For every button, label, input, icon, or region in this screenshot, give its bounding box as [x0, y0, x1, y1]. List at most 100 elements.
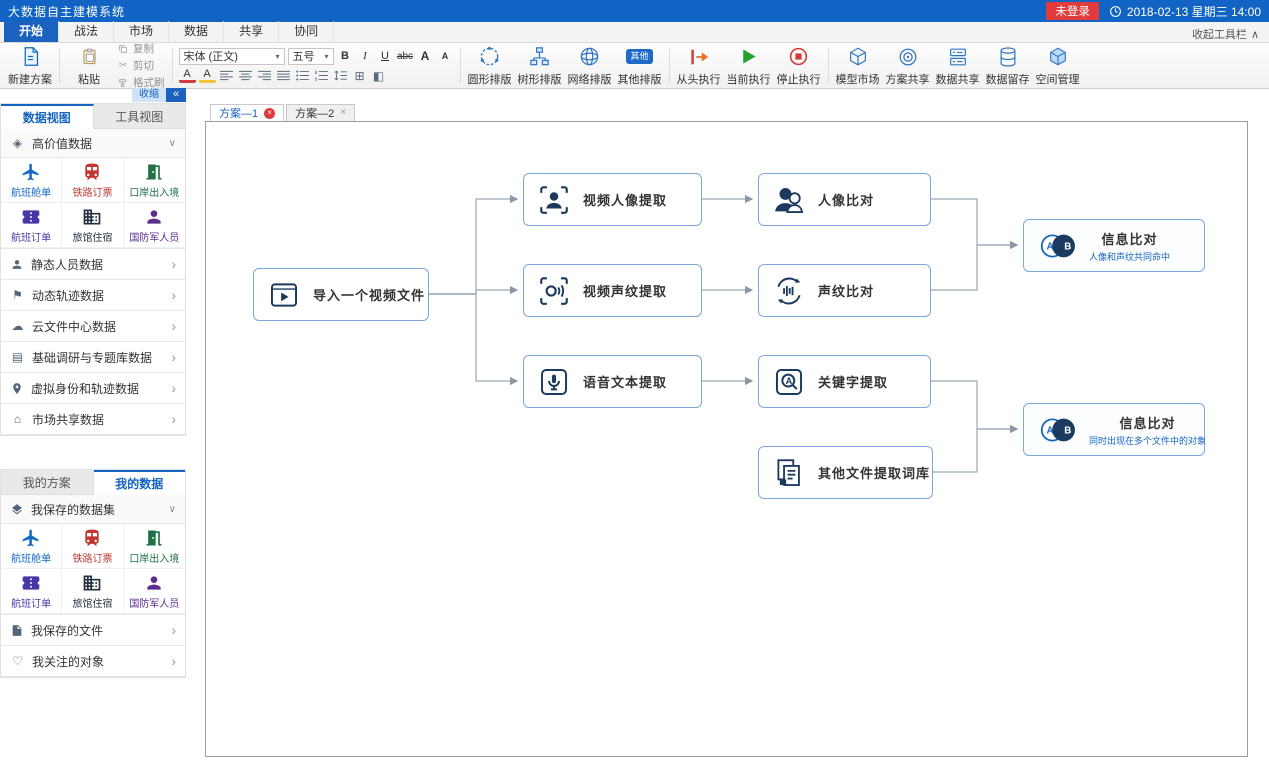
- paste-button[interactable]: 粘贴: [64, 44, 114, 88]
- run-from-start-button[interactable]: 从头执行: [674, 44, 724, 88]
- align-left-icon[interactable]: [219, 68, 235, 84]
- close-tab-icon[interactable]: ×: [264, 107, 276, 119]
- sidebar-collapse-button[interactable]: 收缩: [132, 88, 166, 102]
- section-high-value-data[interactable]: ◈ 高价值数据 ∨: [1, 129, 185, 158]
- plan-tab-strip: 方案—1 × 方案—2 ×: [205, 103, 1248, 121]
- dataset-border-entry-exit[interactable]: 口岸出入境: [123, 524, 185, 569]
- dataset-flight-manifest[interactable]: 航班舱单: [1, 524, 63, 569]
- data-retention-button[interactable]: 数据留存: [983, 44, 1033, 88]
- node-face-compare[interactable]: 人像比对: [758, 173, 931, 226]
- align-right-icon[interactable]: [257, 68, 273, 84]
- ribbon-tab-collab[interactable]: 协同: [279, 21, 335, 42]
- underline-button[interactable]: U: [381, 50, 389, 62]
- dataset-hotel-stay[interactable]: 旅馆住宿: [62, 569, 124, 614]
- ticket-icon: [21, 573, 41, 593]
- circle-layout-button[interactable]: 圆形排版: [465, 44, 515, 88]
- section-cloud-file-center-data[interactable]: ☁ 云文件中心数据 ›: [1, 311, 185, 342]
- model-market-button[interactable]: 模型市场: [833, 44, 883, 88]
- dataset-military-personnel[interactable]: 国防军人员: [123, 569, 185, 614]
- copy-button[interactable]: 复制: [114, 41, 168, 56]
- bullet-list-icon[interactable]: [295, 68, 311, 84]
- strikethrough-button[interactable]: abc: [396, 50, 414, 62]
- close-tab-icon[interactable]: ×: [340, 107, 347, 118]
- node-video-face-extract[interactable]: 视频人像提取: [523, 173, 702, 226]
- node-other-file-lexicon[interactable]: 其他文件提取词库: [758, 446, 933, 499]
- numbered-list-icon[interactable]: [314, 68, 330, 84]
- section-my-saved-files[interactable]: 我保存的文件 ›: [1, 615, 185, 646]
- flag-icon: ⚑: [12, 288, 23, 302]
- section-my-saved-datasets[interactable]: 我保存的数据集 ∨: [1, 495, 185, 524]
- collapse-left-icon[interactable]: «: [166, 88, 186, 102]
- network-layout-button[interactable]: 网络排版: [565, 44, 615, 88]
- node-import-video-file[interactable]: 导入一个视频文件: [253, 268, 429, 321]
- line-spacing-icon[interactable]: [333, 68, 349, 84]
- dataset-flight-order[interactable]: 航班订单: [1, 203, 63, 248]
- group-separator: [59, 48, 60, 83]
- other-layout-icon: 其他: [626, 45, 653, 69]
- section-basic-research-thematic-data[interactable]: ▤ 基础调研与专题库数据 ›: [1, 342, 185, 373]
- node-speech-text-extract[interactable]: 语音文本提取: [523, 355, 702, 408]
- node-keyword-extract[interactable]: A 关键字提取: [758, 355, 931, 408]
- run-current-button[interactable]: 当前执行: [724, 44, 774, 88]
- collapse-toolbar-button[interactable]: 收起工具栏 ∧: [1191, 28, 1259, 42]
- borders-icon[interactable]: ⊞: [354, 68, 365, 83]
- align-center-icon[interactable]: [238, 68, 254, 84]
- cut-button[interactable]: ✂ 剪切: [118, 60, 154, 72]
- font-color-button[interactable]: A: [178, 68, 196, 83]
- font-size-select[interactable]: 五号 ▾: [287, 47, 334, 65]
- fill-color-icon[interactable]: ◧: [372, 68, 385, 83]
- italic-button[interactable]: I: [363, 50, 367, 62]
- section-static-person-data[interactable]: 静态人员数据 ›: [1, 249, 185, 280]
- flow-canvas[interactable]: 导入一个视频文件 视频人像提取 视频声纹提取 语音文本提取: [205, 121, 1248, 757]
- tab-data-view[interactable]: 数据视图: [1, 104, 94, 129]
- group-separator: [459, 48, 461, 83]
- data-share-button[interactable]: 数据共享: [933, 44, 983, 88]
- circle-layout-icon: [478, 45, 501, 69]
- group-layout: 圆形排版 树形排版 网络排版 其他 其他排版: [462, 44, 668, 87]
- format-painter-button[interactable]: 格式刷: [114, 75, 168, 90]
- grow-font-button[interactable]: A: [420, 49, 430, 63]
- tab-my-data[interactable]: 我的数据: [93, 470, 185, 495]
- other-layout-button[interactable]: 其他 其他排版: [615, 44, 665, 88]
- space-management-button[interactable]: 空间管理: [1033, 44, 1083, 88]
- highlight-color-button[interactable]: A: [198, 68, 216, 83]
- section-market-shared-data[interactable]: ⌂ 市场共享数据 ›: [1, 404, 185, 435]
- section-my-followed-objects[interactable]: ♡ 我关注的对象 ›: [1, 646, 185, 677]
- dataset-rail-ticket[interactable]: 铁路订票: [62, 524, 124, 569]
- ribbon-tab-data[interactable]: 数据: [169, 21, 225, 42]
- my-data-panel: 我的方案 我的数据 我保存的数据集 ∨ 航班舱单 铁路订票: [0, 469, 186, 678]
- section-dynamic-trajectory-data[interactable]: ⚑ 动态轨迹数据 ›: [1, 280, 185, 311]
- bold-button[interactable]: B: [341, 50, 349, 62]
- tab-my-plans[interactable]: 我的方案: [1, 470, 94, 495]
- node-video-voiceprint-extract[interactable]: 视频声纹提取: [523, 264, 702, 317]
- node-voiceprint-compare[interactable]: 声纹比对: [758, 264, 931, 317]
- ribbon-tab-share[interactable]: 共享: [224, 21, 280, 42]
- shrink-font-button[interactable]: A: [441, 51, 449, 61]
- font-row-1: 宋体 (正文) ▾ 五号 ▾ B I U abc A A: [178, 47, 454, 65]
- plan-tab-2[interactable]: 方案—2 ×: [286, 104, 356, 121]
- ribbon-tab-market[interactable]: 市场: [114, 21, 170, 42]
- login-status-badge[interactable]: 未登录: [1046, 2, 1099, 20]
- plan-tab-1[interactable]: 方案—1 ×: [210, 104, 285, 121]
- section-virtual-identity-trajectory-data[interactable]: 虚拟身份和轨迹数据 ›: [1, 373, 185, 404]
- dataset-rail-ticket[interactable]: 铁路订票: [62, 158, 124, 203]
- dataset-military-personnel[interactable]: 国防军人员: [123, 203, 185, 248]
- ribbon-tab-start[interactable]: 开始: [4, 21, 60, 42]
- font-family-select[interactable]: 宋体 (正文) ▾: [178, 47, 285, 65]
- dataset-flight-order[interactable]: 航班订单: [1, 569, 63, 614]
- stop-execution-button[interactable]: 停止执行: [774, 44, 824, 88]
- dataset-hotel-stay[interactable]: 旅馆住宿: [62, 203, 124, 248]
- datetime-display: 2018-02-13 星期三 14:00: [1109, 3, 1261, 20]
- new-plan-button[interactable]: 新建方案: [5, 44, 55, 88]
- sidebar: 收缩 « 数据视图 工具视图 ◈ 高价值数据 ∨ 航班舱单 铁路订票: [0, 88, 186, 678]
- ribbon-tab-tactics[interactable]: 战法: [59, 21, 115, 42]
- plan-share-button[interactable]: 方案共享: [883, 44, 933, 88]
- dataset-border-entry-exit[interactable]: 口岸出入境: [123, 158, 185, 203]
- chevron-right-icon: ›: [171, 622, 176, 638]
- align-justify-icon[interactable]: [276, 68, 292, 84]
- tab-tool-view[interactable]: 工具视图: [93, 104, 185, 129]
- dataset-flight-manifest[interactable]: 航班舱单: [1, 158, 63, 203]
- tree-layout-button[interactable]: 树形排版: [515, 44, 565, 88]
